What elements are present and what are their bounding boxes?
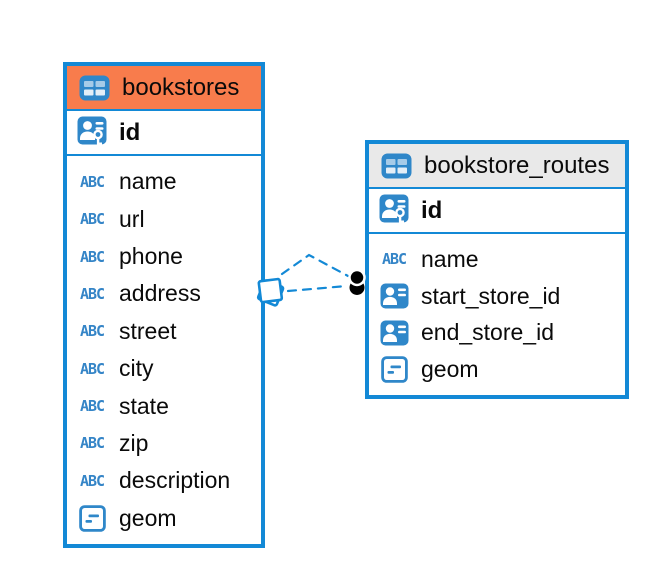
- column-name: street: [119, 317, 177, 344]
- column-row[interactable]: ABC address: [67, 280, 261, 307]
- column-name: name: [119, 168, 177, 195]
- table-bookstore-routes-body: ABC name start_store_id: [369, 234, 625, 395]
- column-row[interactable]: ABC name: [369, 246, 625, 273]
- table-bookstores[interactable]: bookstores id ABC name ABC url: [63, 62, 265, 548]
- column-name: zip: [119, 429, 149, 456]
- column-row-id[interactable]: id: [67, 111, 261, 156]
- column-row[interactable]: ABC description: [67, 467, 261, 494]
- varchar-type-icon: ABC: [79, 397, 105, 416]
- varchar-type-icon: ABC: [79, 434, 105, 453]
- column-row[interactable]: end_store_id: [369, 319, 625, 346]
- column-name: name: [421, 245, 479, 272]
- column-name: phone: [119, 243, 183, 270]
- foreign-key-icon: [375, 283, 413, 309]
- primary-key-icon: [73, 116, 111, 149]
- column-row[interactable]: geom: [67, 505, 261, 532]
- varchar-type-icon: ABC: [79, 471, 105, 490]
- column-name: url: [119, 205, 145, 232]
- primary-key-icon: [375, 194, 413, 227]
- varchar-type-icon: ABC: [79, 247, 105, 266]
- foreign-key-icon: [375, 320, 413, 346]
- relation-line-upper[interactable]: [280, 253, 350, 278]
- column-row[interactable]: ABC phone: [67, 243, 261, 270]
- column-name: geom: [421, 356, 479, 383]
- varchar-type-icon: ABC: [79, 359, 105, 378]
- column-row[interactable]: ABC url: [67, 206, 261, 233]
- relation-line-lower[interactable]: [286, 284, 349, 293]
- column-name: state: [119, 392, 169, 419]
- table-icon: [377, 153, 415, 179]
- column-name: start_store_id: [421, 282, 561, 309]
- table-bookstores-body: ABC name ABC url ABC phone ABC address A…: [67, 156, 261, 544]
- relation-link[interactable]: [256, 253, 366, 307]
- column-row[interactable]: geom: [369, 356, 625, 383]
- relation-target-dots[interactable]: [348, 268, 366, 295]
- table-bookstore-routes[interactable]: bookstore_routes id ABC name: [365, 140, 629, 399]
- column-row[interactable]: ABC street: [67, 318, 261, 345]
- column-name: id: [119, 118, 141, 146]
- column-row[interactable]: ABC zip: [67, 430, 261, 457]
- column-row[interactable]: start_store_id: [369, 283, 625, 310]
- column-name: end_store_id: [421, 319, 554, 346]
- column-row[interactable]: ABC name: [67, 168, 261, 195]
- table-bookstore-routes-header[interactable]: bookstore_routes: [369, 144, 625, 189]
- table-bookstores-header[interactable]: bookstores: [67, 66, 261, 111]
- varchar-type-icon: ABC: [381, 250, 407, 269]
- geometry-type-icon: [73, 504, 111, 532]
- varchar-type-icon: ABC: [79, 210, 105, 229]
- column-name: address: [119, 280, 201, 307]
- column-name: geom: [119, 504, 177, 531]
- column-name: id: [421, 196, 443, 224]
- column-row[interactable]: ABC city: [67, 355, 261, 382]
- column-name: description: [119, 467, 231, 494]
- varchar-type-icon: ABC: [79, 322, 105, 341]
- column-row[interactable]: ABC state: [67, 393, 261, 420]
- table-icon: [75, 75, 113, 101]
- column-row-id[interactable]: id: [369, 189, 625, 234]
- table-title: bookstores: [122, 73, 240, 101]
- column-name: city: [119, 355, 154, 382]
- varchar-type-icon: ABC: [79, 284, 105, 303]
- table-title: bookstore_routes: [424, 151, 610, 179]
- geometry-type-icon: [375, 356, 413, 383]
- varchar-type-icon: ABC: [79, 172, 105, 191]
